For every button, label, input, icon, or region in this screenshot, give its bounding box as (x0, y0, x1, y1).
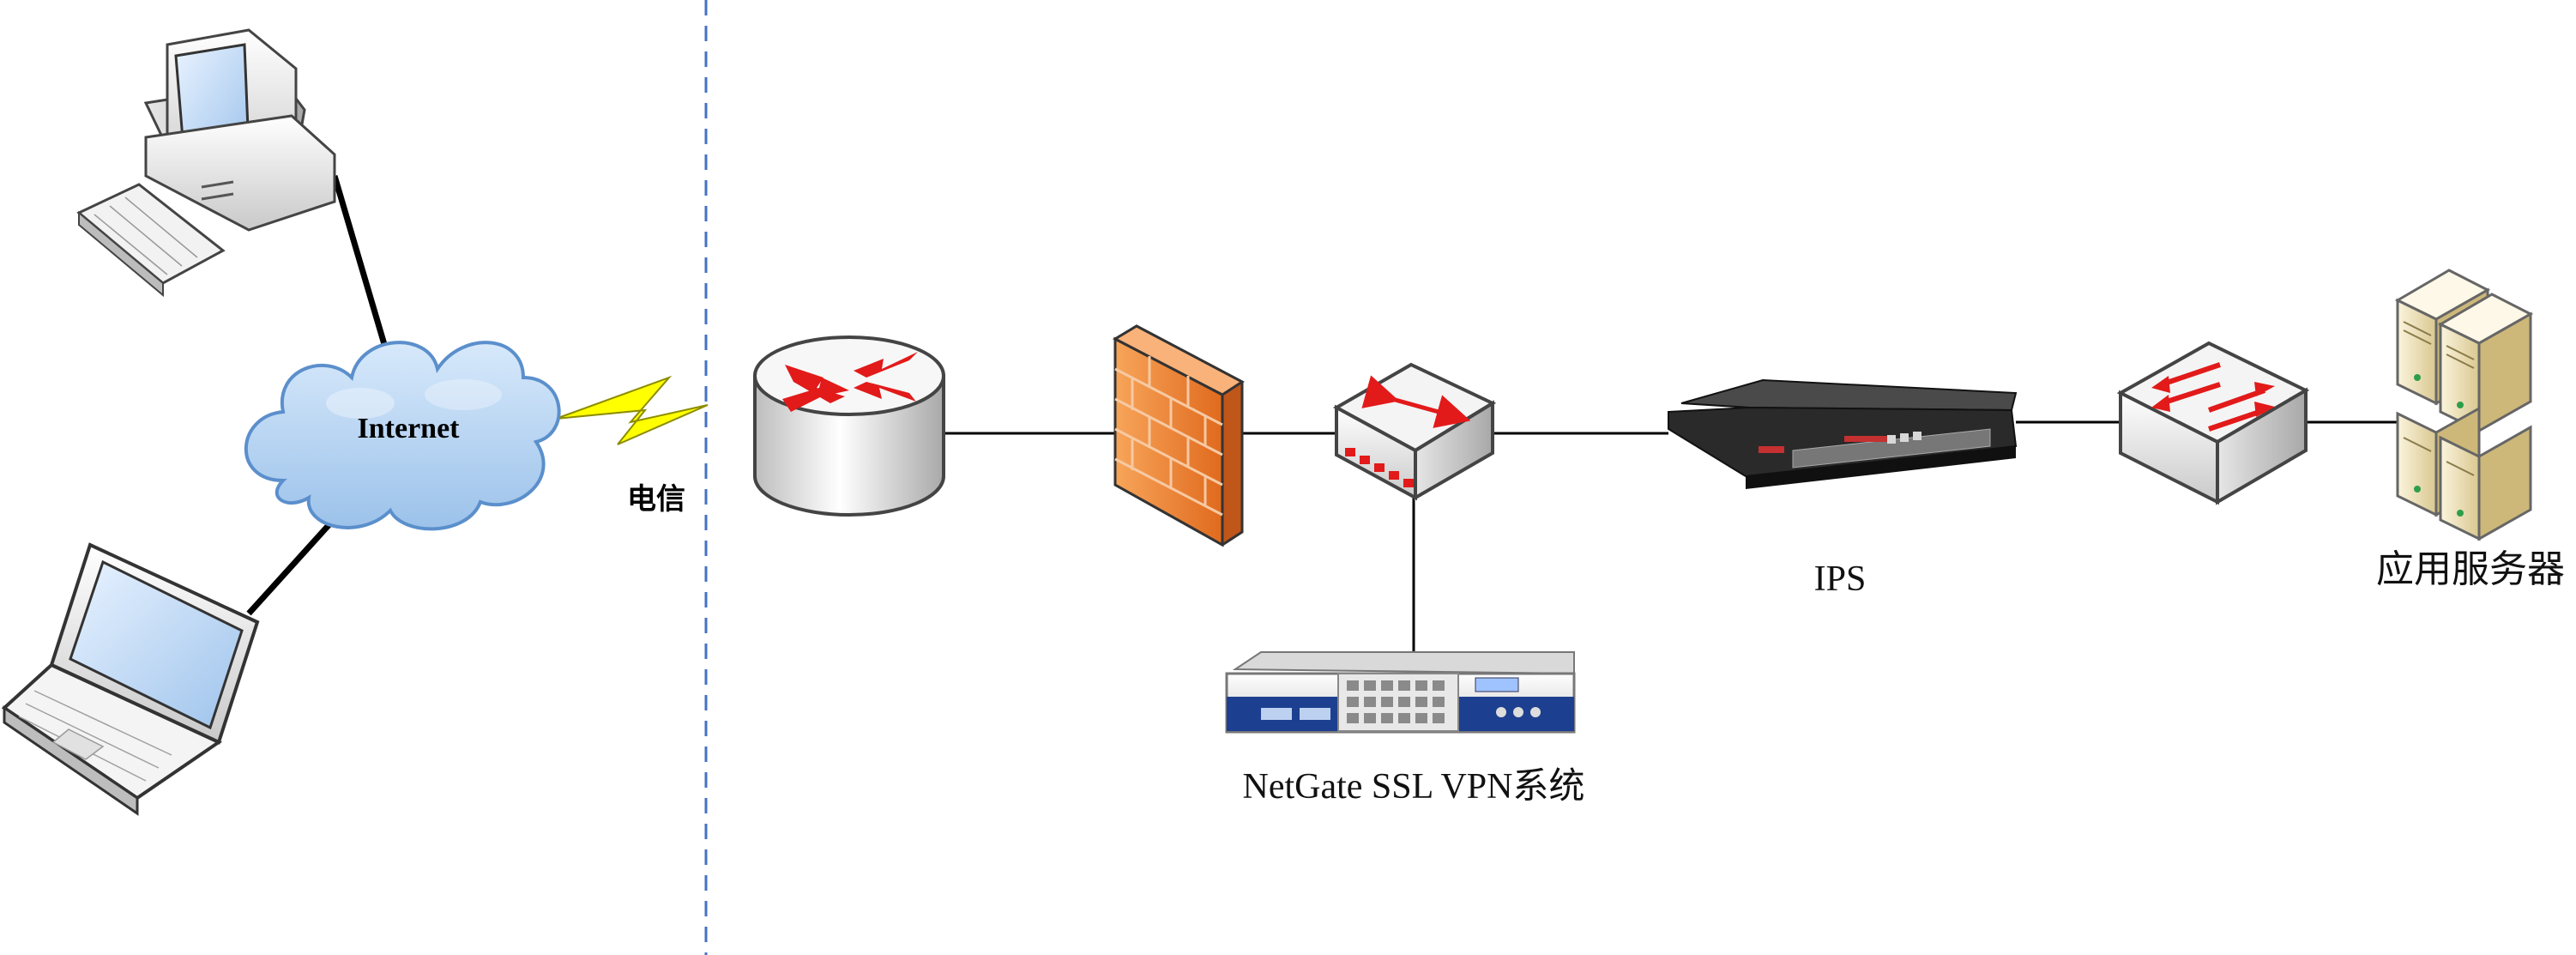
cloud-label: Internet (358, 413, 461, 444)
ips-label: IPS (1814, 559, 1867, 599)
internet-cloud-icon: Internet (244, 341, 561, 531)
isp-label: 电信 (627, 482, 685, 517)
lightning-link-icon (555, 375, 709, 445)
hub-icon (1332, 362, 1497, 501)
vpn-appliance-icon (1225, 651, 1576, 734)
switch-icon (2116, 341, 2310, 505)
connection-lines (246, 175, 2402, 652)
link-desktop-cloud (331, 175, 394, 366)
desktop-computer-icon (76, 28, 336, 298)
ips-appliance-icon (1668, 378, 2018, 489)
vpn-label: NetGate SSL VPN系统 (1242, 767, 1584, 807)
server-icon (2394, 269, 2534, 541)
router-icon (753, 335, 945, 517)
server-label: 应用服务器 (2376, 548, 2565, 590)
link-laptop-cloud (246, 521, 333, 616)
firewall-icon (1112, 324, 1245, 547)
laptop-icon (1, 542, 260, 816)
